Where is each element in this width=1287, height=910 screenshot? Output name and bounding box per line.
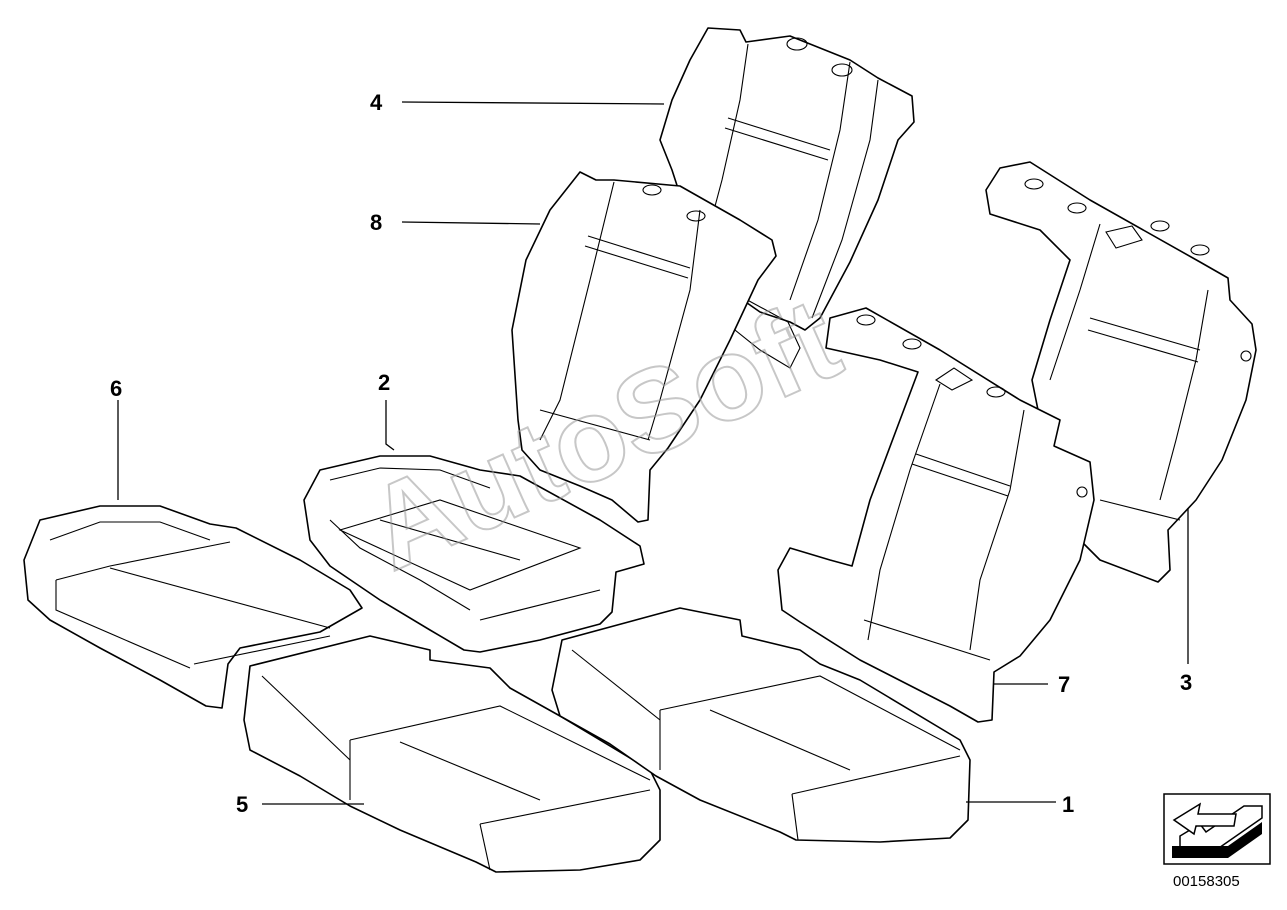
- leader-4: [401, 101, 665, 105]
- seat-cushion-part-5[interactable]: [243, 635, 661, 873]
- seat-cushion-part-6[interactable]: [23, 505, 363, 709]
- callout-6[interactable]: 6: [110, 376, 122, 401]
- callout-7[interactable]: 7: [1058, 672, 1070, 697]
- backrest-part-3[interactable]: [985, 161, 1257, 583]
- arrow-direction-icon: [1163, 793, 1271, 865]
- callout-5[interactable]: 5: [236, 792, 248, 817]
- callout-4[interactable]: 4: [370, 90, 383, 115]
- callout-2[interactable]: 2: [378, 370, 390, 395]
- seat-cushion-part-2[interactable]: [303, 455, 645, 653]
- callout-3[interactable]: 3: [1180, 670, 1192, 695]
- document-number: 00158305: [1173, 873, 1240, 890]
- leader-2: [385, 400, 395, 451]
- seat-cushion-part-1[interactable]: [551, 607, 971, 843]
- leader-8: [401, 221, 541, 225]
- callout-1[interactable]: 1: [1062, 792, 1074, 817]
- backrest-part-8[interactable]: [511, 171, 777, 523]
- backrest-part-7[interactable]: [777, 307, 1095, 723]
- callout-8[interactable]: 8: [370, 210, 382, 235]
